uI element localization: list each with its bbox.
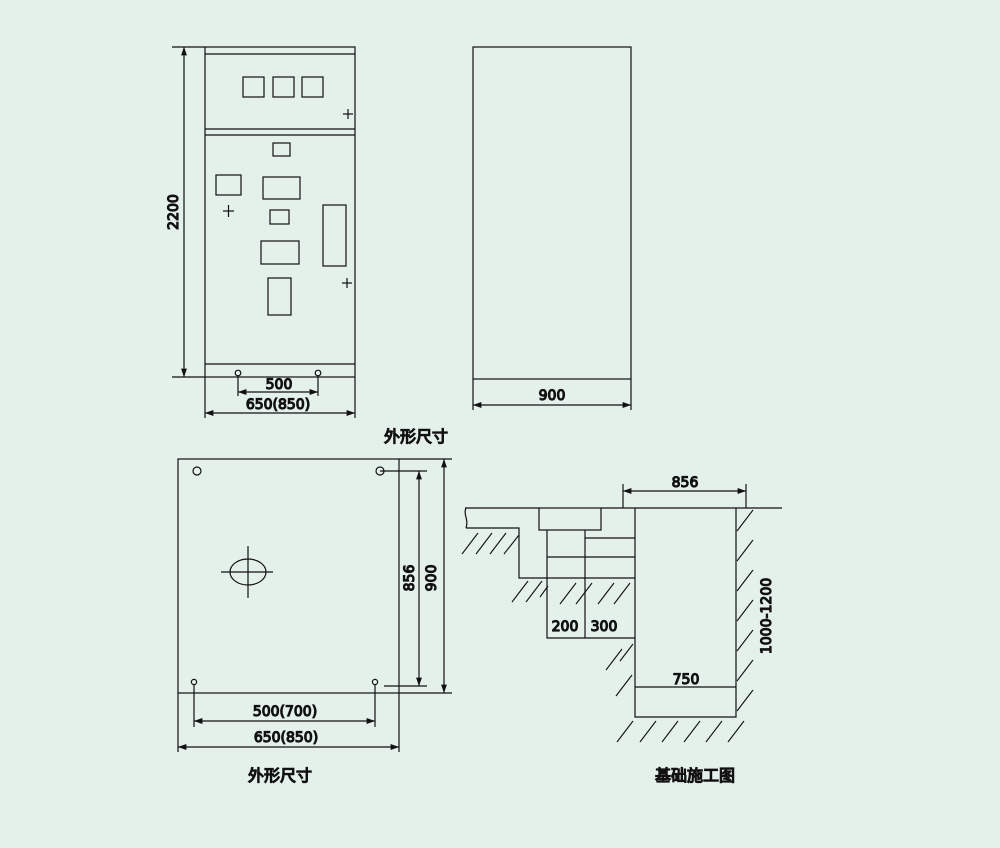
plan-width-label: 650(850) [254, 730, 318, 746]
plus-mark-icon [343, 109, 353, 119]
step-dim-a-label: 200 [552, 619, 579, 635]
side-handle-box [322, 204, 347, 267]
side-cabinet-outline [472, 46, 632, 380]
plan-hole-depth-label: 856 [402, 565, 418, 592]
meter-box [272, 76, 295, 98]
plan-outline [177, 458, 400, 694]
corner-hole [192, 466, 202, 476]
indicator-box [272, 142, 291, 157]
front-view: 2200 500 650(850) [165, 46, 356, 418]
pit-depth-label: 1000-1200 [759, 578, 775, 654]
hole-spacing-label: 500 [266, 377, 293, 393]
depth-label: 900 [539, 388, 566, 404]
meter-box [242, 76, 265, 98]
side-view: 900 [472, 46, 632, 410]
floor-step-profile [466, 527, 635, 639]
mounting-hole [371, 678, 379, 686]
elevation-caption: 外形尺寸 [384, 427, 448, 446]
meter-box [301, 76, 324, 98]
switch-box [260, 240, 300, 265]
top-width-label: 856 [672, 475, 699, 491]
step-dim-b-label: 300 [591, 619, 618, 635]
foundation-drawing: 750 200 300 856 1000-1200 [461, 474, 782, 743]
base-channel [538, 507, 602, 531]
switch-box [262, 176, 301, 200]
mounting-hole [234, 369, 242, 377]
plan-hole-spacing-label: 500(700) [253, 704, 317, 720]
plan-view: 500(700) 650(850) 856 900 [177, 458, 452, 752]
foundation-caption: 基础施工图 [655, 766, 735, 785]
switch-box [215, 174, 242, 196]
soil-hatching [461, 509, 754, 743]
plus-mark-icon [223, 205, 234, 217]
indicator-box [269, 209, 290, 225]
handle-box [267, 277, 292, 316]
plus-mark-icon [342, 278, 352, 288]
mounting-hole [190, 678, 198, 686]
plan-caption: 外形尺寸 [248, 766, 312, 785]
pit-width-label: 750 [673, 672, 700, 688]
width-label: 650(850) [246, 397, 310, 413]
break-mark [464, 507, 468, 529]
front-cabinet-outline [204, 46, 356, 378]
mounting-hole [314, 369, 322, 377]
height-dim-label: 2200 [166, 194, 182, 230]
plan-depth-label: 900 [424, 565, 440, 592]
pit-outline [634, 508, 737, 718]
